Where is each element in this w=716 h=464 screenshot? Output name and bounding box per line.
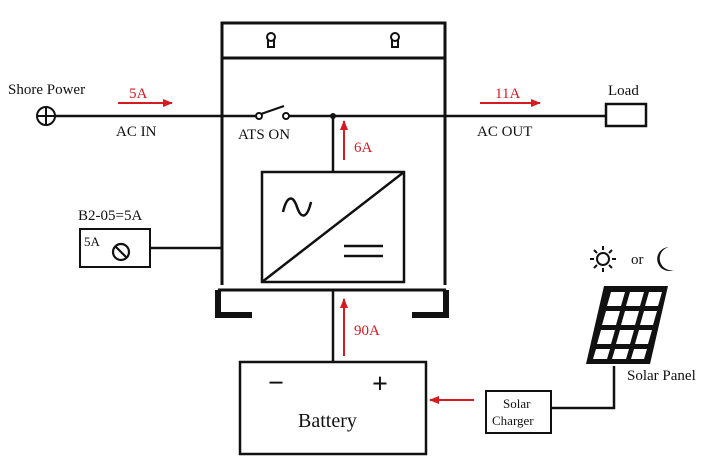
solar-charger-label-line2: Charger <box>492 413 534 428</box>
battery-minus: − <box>268 368 284 399</box>
or-label: or <box>631 252 644 268</box>
ac-out-current-label: 11A <box>495 86 520 102</box>
battery-box <box>238 360 428 456</box>
ac-in-current-label: 5A <box>129 86 148 102</box>
unit-housing <box>215 21 449 318</box>
inverter-icon <box>260 170 406 284</box>
solar-wire <box>551 366 616 410</box>
solar-charger-box <box>485 390 552 434</box>
solar-panel-icon <box>586 286 668 364</box>
mounting-keyhole-icon <box>266 32 400 48</box>
ac-out-label: AC OUT <box>477 124 532 140</box>
sun-icon <box>590 246 616 272</box>
moon-icon <box>657 247 674 271</box>
battery-plus: + <box>372 369 388 400</box>
ac-line <box>55 114 606 172</box>
solar-panel-label: Solar Panel <box>627 368 696 384</box>
ats-label: ATS ON <box>238 127 290 143</box>
knob-icon <box>111 242 131 262</box>
solar-charger-label-line1: Solar <box>503 396 531 411</box>
setting-label: B2-05=5A <box>78 208 142 224</box>
junction-dot <box>330 113 336 119</box>
battery-label: Battery <box>298 410 357 432</box>
shore-power-label: Shore Power <box>8 82 85 98</box>
battery-current-label: 90A <box>354 323 380 339</box>
knob-box <box>79 228 222 268</box>
current-arrows <box>118 99 541 404</box>
inverter-current-label: 6A <box>354 140 373 156</box>
load-label: Load <box>608 83 639 99</box>
plug-icon <box>36 106 56 126</box>
load-box <box>604 102 648 128</box>
switch-icon <box>255 105 290 120</box>
knob-label: 5A <box>84 234 101 249</box>
ac-in-label: AC IN <box>116 124 157 140</box>
